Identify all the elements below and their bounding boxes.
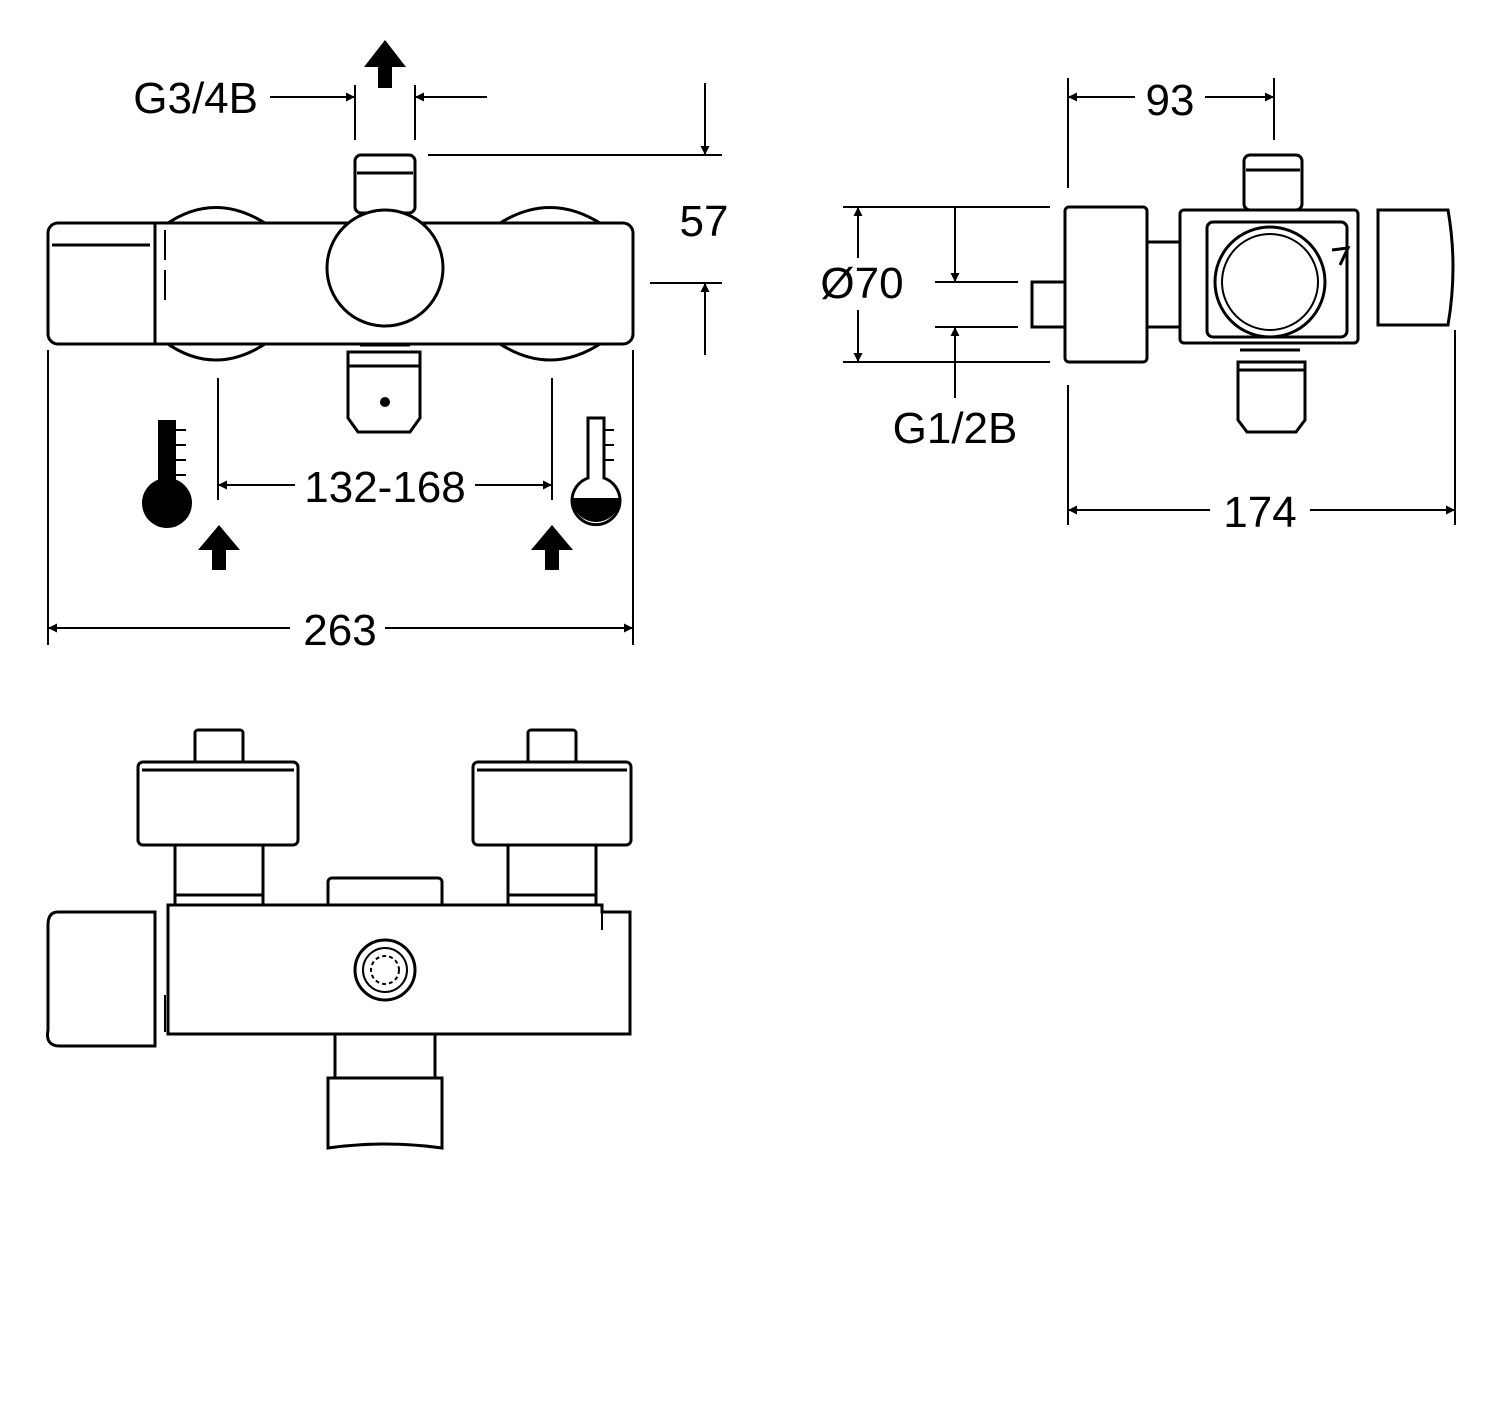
top-view <box>46 728 633 1150</box>
overall-width-label: 263 <box>303 606 376 655</box>
outlet-thread-label: G3/4B <box>133 74 258 123</box>
side-view: 93 Ø70 G1/2B 174 <box>820 76 1456 537</box>
top-outlet <box>353 153 417 215</box>
height-label: 57 <box>680 197 729 246</box>
bottom-outlet <box>346 350 422 434</box>
left-disc-bottom <box>164 340 269 362</box>
top-bottom-outlet <box>326 1076 444 1150</box>
depth-top-label: 93 <box>1146 76 1195 125</box>
front-view: G3/4B 57 132-168 <box>46 40 729 655</box>
side-top-fitting <box>1242 153 1304 212</box>
top-left-knob <box>136 760 300 847</box>
cold-inlet-arrow-icon <box>531 525 573 570</box>
right-disc-top <box>496 206 604 227</box>
top-left-cap <box>46 910 157 1048</box>
side-bottom-fitting <box>1236 360 1307 434</box>
right-disc-bottom <box>496 340 604 362</box>
left-disc-top <box>164 206 269 227</box>
hot-inlet-arrow-icon <box>198 525 240 570</box>
inlet-spacing-label: 132-168 <box>304 463 465 512</box>
center-knob <box>325 208 445 328</box>
flow-up-arrow-icon <box>364 40 406 88</box>
thermometer-cold-icon <box>570 416 622 527</box>
thermometer-hot-icon <box>142 420 192 528</box>
inlet-thread-label: G1/2B <box>893 404 1018 453</box>
diameter-label: Ø70 <box>820 259 903 308</box>
side-left-cap <box>1063 205 1149 364</box>
side-right-cap <box>1376 208 1455 327</box>
top-right-knob <box>471 760 633 847</box>
overall-depth-label: 174 <box>1223 488 1296 537</box>
side-knob <box>1213 225 1327 339</box>
side-stub <box>1030 280 1067 329</box>
